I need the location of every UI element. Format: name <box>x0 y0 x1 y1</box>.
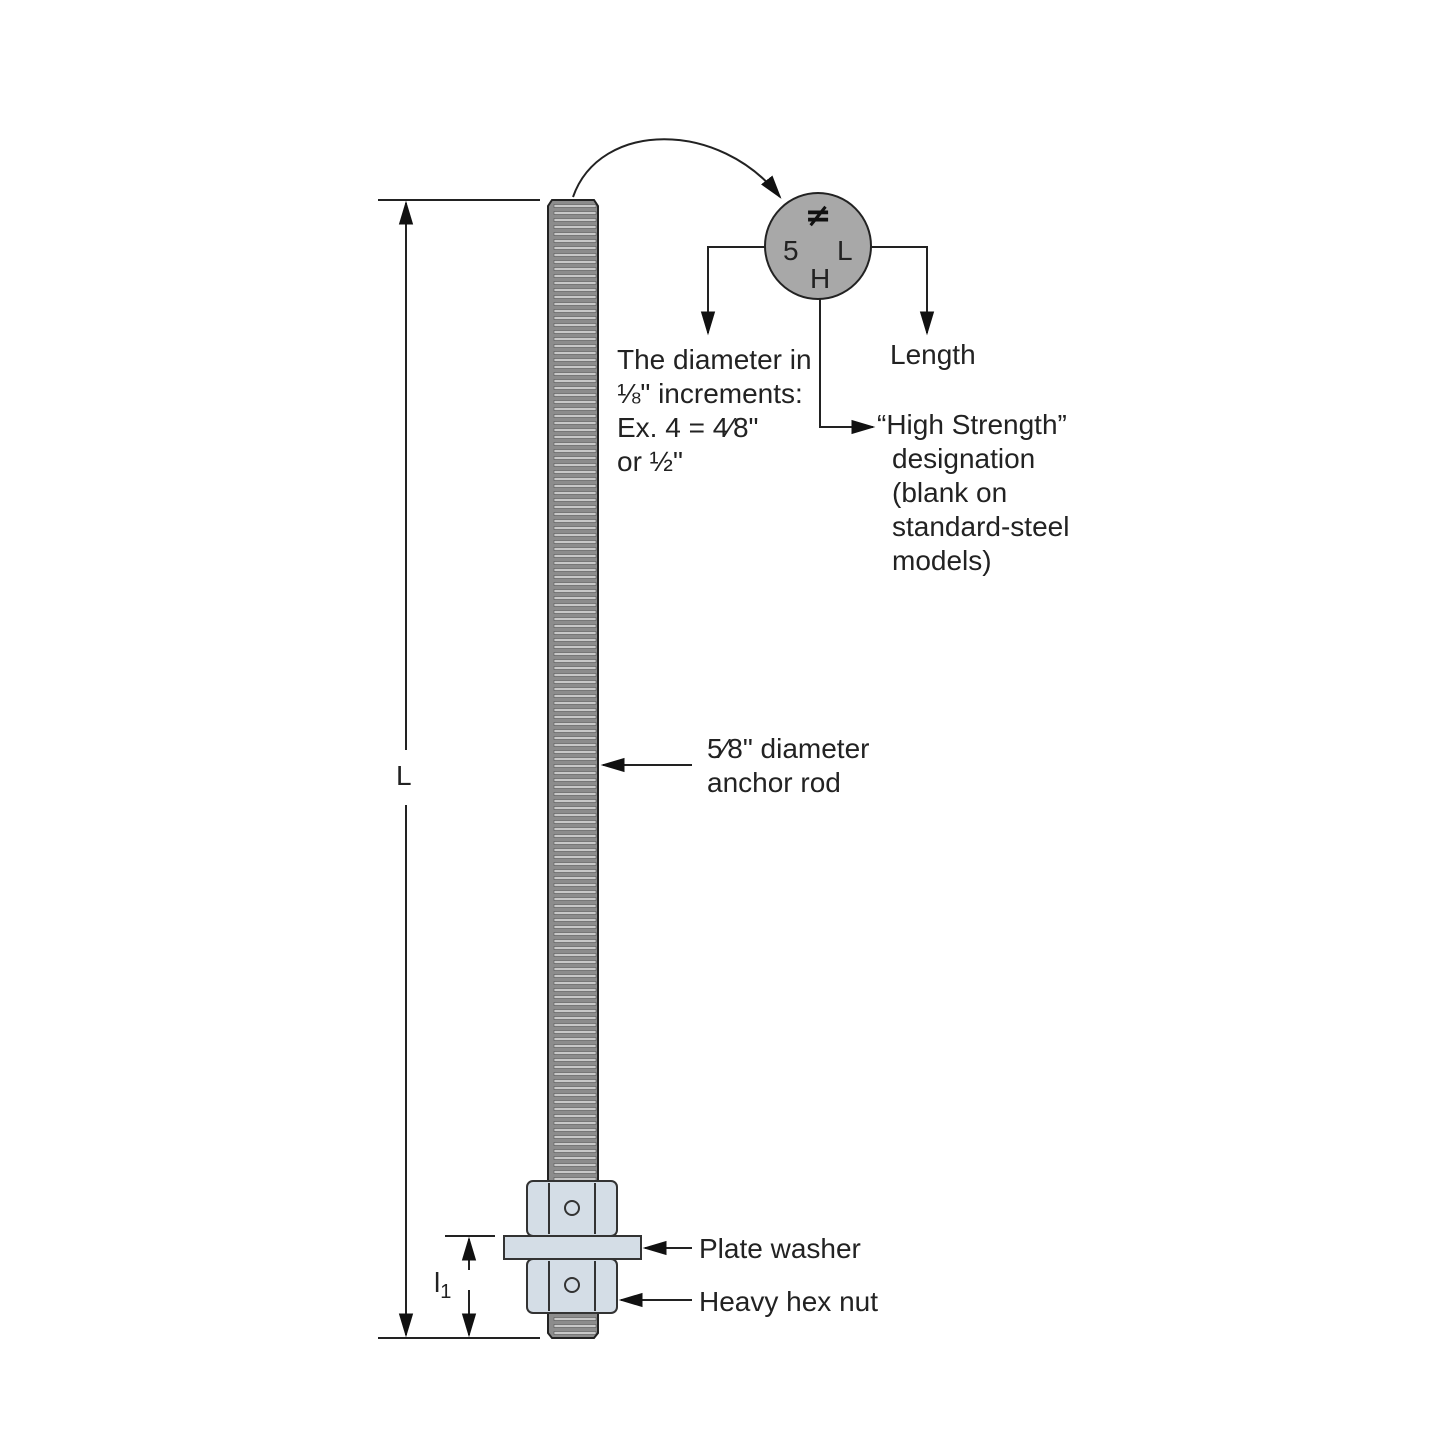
upper-hex-nut <box>526 1180 618 1237</box>
head-stamp: ≠ 5 L H <box>764 192 872 300</box>
svg-text:(blank on: (blank on <box>892 477 1007 508</box>
svg-text:“High Strength”: “High Strength” <box>877 409 1067 440</box>
heavy-hex-nut <box>526 1258 618 1314</box>
high-strength-note: “High Strength” designation (blank on st… <box>877 409 1069 576</box>
plate-washer <box>503 1235 642 1260</box>
svg-text:⅛" increments:: ⅛" increments: <box>617 378 803 409</box>
svg-text:anchor rod: anchor rod <box>707 767 841 798</box>
svg-text:standard-steel: standard-steel <box>892 511 1069 542</box>
plate-washer-label: Plate washer <box>699 1233 861 1264</box>
stamp-symbol: ≠ <box>805 196 832 234</box>
stamp-diameter: 5 <box>783 235 799 266</box>
rod-label: 5⁄8" diameter anchor rod <box>707 733 869 798</box>
dimension-l1: l1 <box>434 1235 495 1338</box>
length-label: Length <box>890 339 976 370</box>
heavy-hex-nut-label: Heavy hex nut <box>699 1286 878 1317</box>
dimension-L: L <box>378 199 540 1339</box>
stamp-strength: H <box>810 263 830 294</box>
svg-text:The diameter in: The diameter in <box>617 344 812 375</box>
dim-L-label: L <box>396 760 412 791</box>
svg-text:Ex. 4 = 4⁄8": Ex. 4 = 4⁄8" <box>617 412 758 443</box>
callout-arc <box>572 138 782 199</box>
anchor-rod <box>547 199 599 1339</box>
dim-l1-label: l1 <box>434 1267 451 1303</box>
diameter-note: The diameter in ⅛" increments: Ex. 4 = 4… <box>617 344 812 477</box>
svg-text:or ½": or ½" <box>617 446 683 477</box>
stamp-length: L <box>837 235 853 266</box>
svg-text:5⁄8" diameter: 5⁄8" diameter <box>707 733 869 764</box>
svg-text:designation: designation <box>892 443 1035 474</box>
svg-text:models): models) <box>892 545 992 576</box>
